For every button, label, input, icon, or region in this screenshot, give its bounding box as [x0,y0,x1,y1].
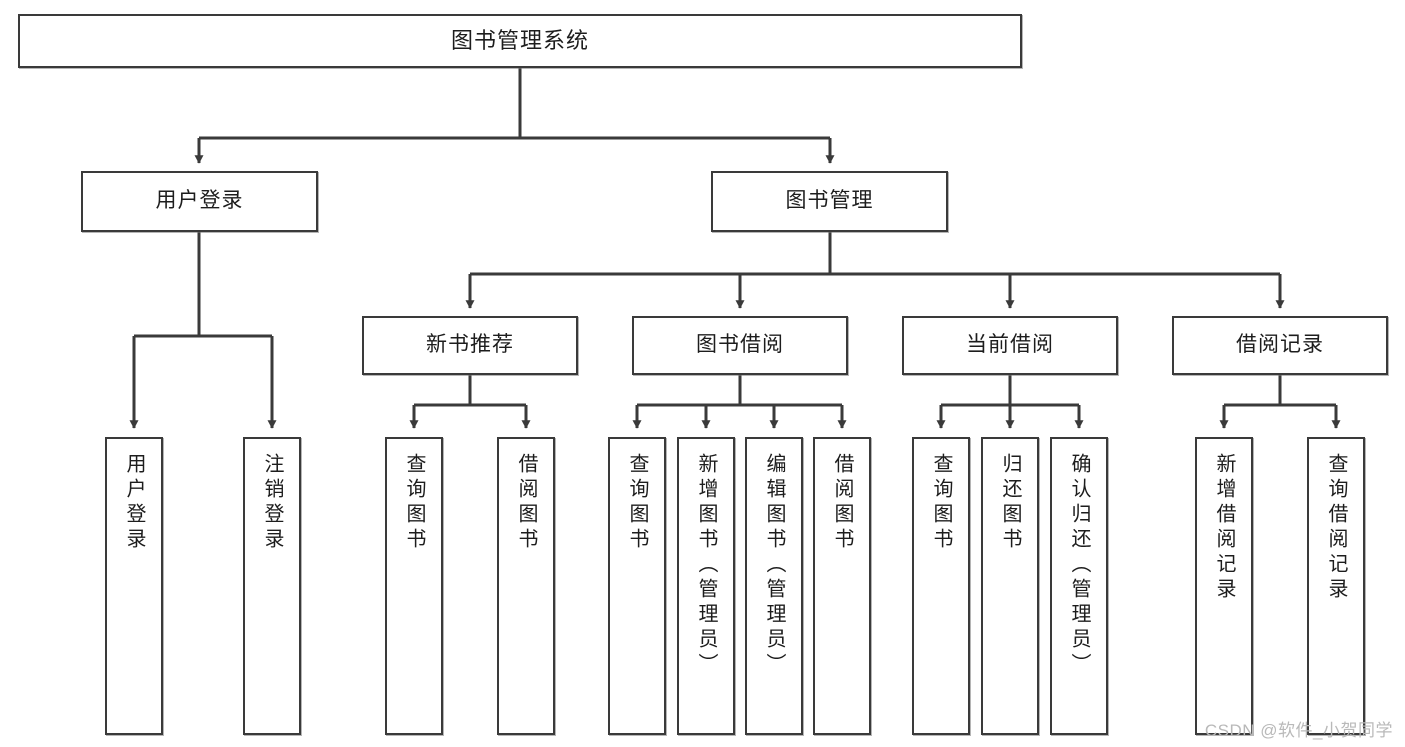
node-label: 图书借阅 [696,333,784,357]
node-label: 图书管理系统 [450,28,589,54]
node-new-book-recommend[interactable]: 新书推荐 [362,316,578,375]
leaf-borrow-edit-book-admin[interactable]: 编辑图书（管理员） [745,437,803,735]
node-current-borrow[interactable]: 当前借阅 [902,316,1118,375]
node-label: 当前借阅 [966,333,1054,357]
node-label: 借阅图书 [831,453,853,553]
node-label: 查询图书 [930,453,952,553]
node-label: 用户登录 [155,189,244,213]
node-book-management[interactable]: 图书管理 [711,171,948,232]
node-label: 借阅记录 [1236,333,1324,357]
leaf-records-add-record[interactable]: 新增借阅记录 [1195,437,1253,735]
node-label: 图书管理 [785,189,874,213]
leaf-current-return-book[interactable]: 归还图书 [981,437,1039,735]
node-label: 确认归还（管理员） [1068,453,1090,678]
leaf-logout[interactable]: 注销登录 [243,437,301,735]
node-label: 编辑图书（管理员） [763,453,785,678]
leaf-records-query-record[interactable]: 查询借阅记录 [1307,437,1365,735]
node-book-borrow[interactable]: 图书借阅 [632,316,848,375]
node-label: 借阅图书 [515,453,537,553]
node-label: 查询图书 [403,453,425,553]
leaf-current-confirm-return-admin[interactable]: 确认归还（管理员） [1050,437,1108,735]
node-label: 新增借阅记录 [1213,453,1235,603]
node-label: 新增图书（管理员） [695,453,717,678]
leaf-new-book-query[interactable]: 查询图书 [385,437,443,735]
node-label: 用户登录 [123,453,145,553]
leaf-borrow-add-book-admin[interactable]: 新增图书（管理员） [677,437,735,735]
node-label: 注销登录 [261,453,283,553]
node-label: 查询借阅记录 [1325,453,1347,603]
node-label: 新书推荐 [426,333,514,357]
node-label: 查询图书 [626,453,648,553]
node-label: 归还图书 [999,453,1021,553]
leaf-borrow-query-book[interactable]: 查询图书 [608,437,666,735]
node-root-system[interactable]: 图书管理系统 [18,14,1022,68]
node-user-login[interactable]: 用户登录 [81,171,318,232]
node-borrow-records[interactable]: 借阅记录 [1172,316,1388,375]
leaf-borrow-borrow-book[interactable]: 借阅图书 [813,437,871,735]
leaf-user-login[interactable]: 用户登录 [105,437,163,735]
leaf-current-query-book[interactable]: 查询图书 [912,437,970,735]
leaf-new-book-borrow[interactable]: 借阅图书 [497,437,555,735]
